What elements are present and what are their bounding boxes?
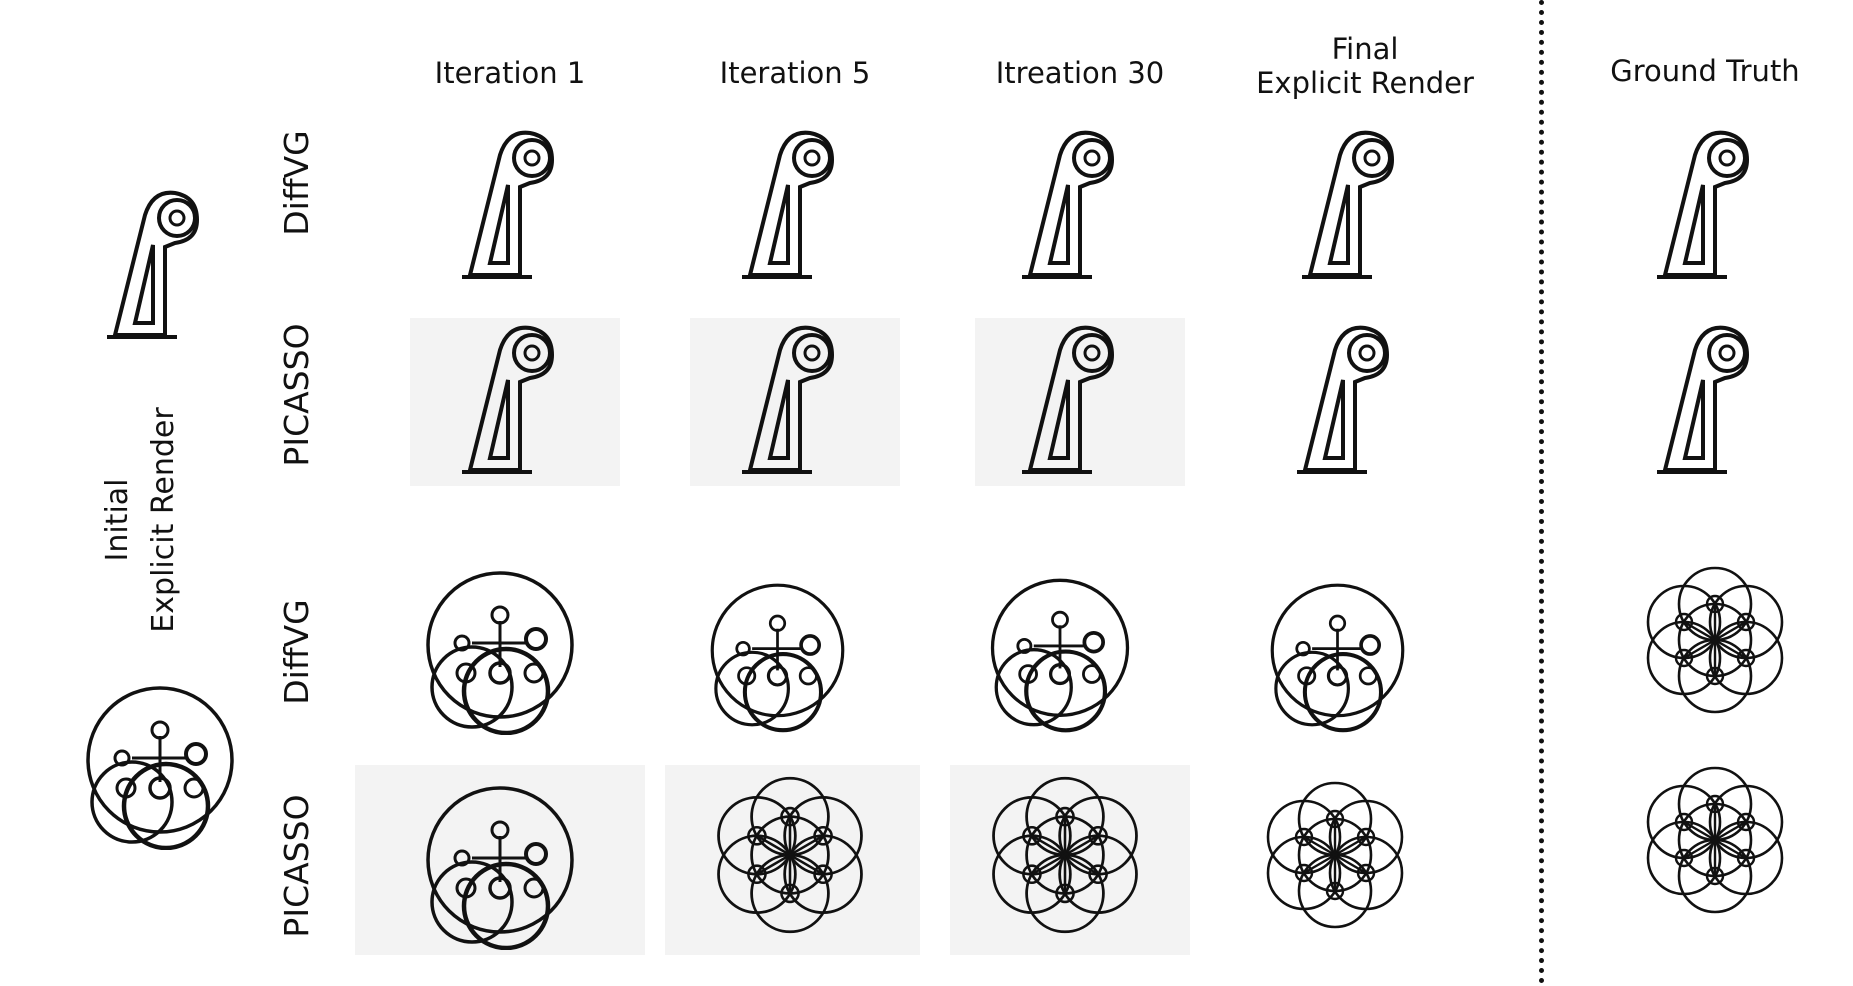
picasso-flower-iter1 xyxy=(420,780,580,950)
row-label-picasso-1: PICASSO xyxy=(277,323,316,467)
row-label-picasso-2: PICASSO xyxy=(277,794,316,938)
initial-lamp-render xyxy=(100,185,210,345)
column-header-iteration-5: Iteration 5 xyxy=(719,56,871,90)
initial-render-label: Initial Explicit Render xyxy=(95,360,195,680)
picasso-flower-final xyxy=(1260,780,1410,930)
initial-label-line-2: Explicit Render xyxy=(146,407,181,633)
initial-label-line-1: Initial xyxy=(100,478,135,562)
diffvg-lamp-iter30 xyxy=(1015,125,1125,285)
column-header-ground-truth: Ground Truth xyxy=(1610,54,1800,88)
gt-flower-2 xyxy=(1640,765,1790,915)
picasso-lamp-iter5 xyxy=(735,320,845,480)
diffvg-flower-iter5 xyxy=(705,575,850,735)
column-header-final-render: Final Explicit Render xyxy=(1230,32,1500,100)
picasso-lamp-iter1 xyxy=(455,320,565,480)
diffvg-flower-final xyxy=(1265,575,1410,735)
diffvg-lamp-iter1 xyxy=(455,125,565,285)
ground-truth-divider xyxy=(1539,0,1544,984)
initial-flower-render xyxy=(80,680,240,850)
final-header-line-1: Final xyxy=(1331,32,1399,66)
column-header-iteration-30: Itreation 30 xyxy=(995,56,1165,90)
gt-flower-1 xyxy=(1640,565,1790,715)
final-header-line-2: Explicit Render xyxy=(1256,66,1474,100)
gt-lamp-1 xyxy=(1650,125,1760,285)
row-label-diffvg-1: DiffVG xyxy=(277,130,316,236)
diffvg-lamp-iter5 xyxy=(735,125,845,285)
diffvg-lamp-final xyxy=(1295,125,1405,285)
picasso-lamp-iter30 xyxy=(1015,320,1125,480)
diffvg-flower-iter1 xyxy=(420,565,580,735)
column-header-iteration-1: Iteration 1 xyxy=(434,56,586,90)
gt-lamp-2 xyxy=(1650,320,1760,480)
picasso-flower-iter30 xyxy=(985,775,1145,935)
row-label-diffvg-2: DiffVG xyxy=(277,599,316,705)
picasso-lamp-final xyxy=(1285,320,1405,480)
picasso-flower-iter5 xyxy=(710,775,870,935)
diffvg-flower-iter30 xyxy=(985,570,1135,735)
